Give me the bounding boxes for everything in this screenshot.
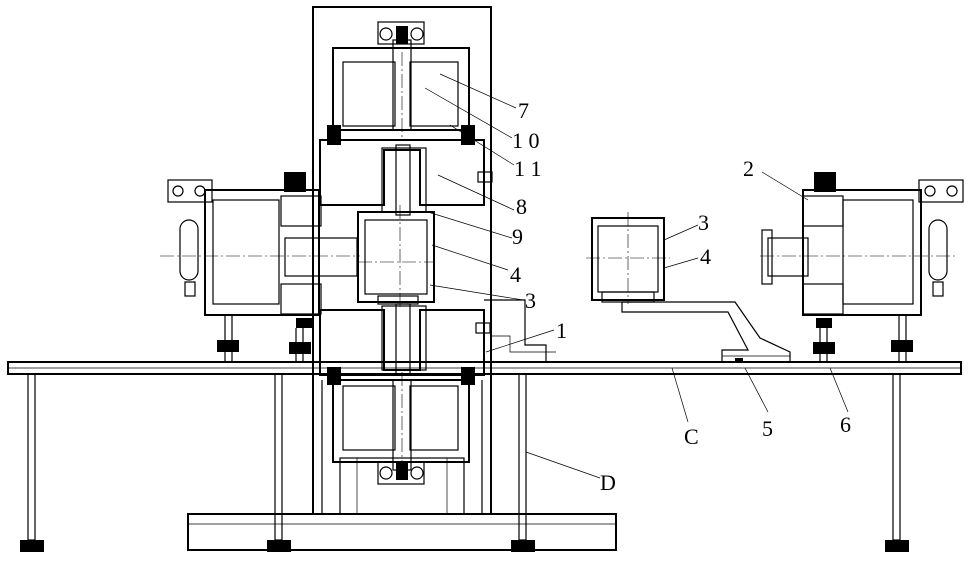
callout-6: 6 [840,412,851,437]
callout-1: 1 [556,318,567,343]
left-cylinder-assembly [160,172,360,362]
floor-base [188,514,616,550]
callout-3-right: 3 [698,210,709,235]
lower-block [320,304,490,385]
callout-3-center: 3 [525,288,536,313]
callout-D: D [600,470,616,495]
callout-2: 2 [743,156,754,181]
upper-block [320,125,492,215]
callout-8: 8 [516,194,527,219]
center-head [358,205,434,310]
upper-cylinder [333,22,469,140]
detached-head [586,212,670,304]
leg-4 [885,374,909,552]
callout-C: C [684,424,699,449]
callout-4-center: 4 [510,262,521,287]
callout-5: 5 [762,416,773,441]
leg-2 [267,374,291,552]
transfer-carriage [622,302,790,362]
right-cylinder-assembly [760,172,963,362]
callout-11: 1 1 [514,156,542,181]
callout-9: 9 [512,224,523,249]
lower-cylinder [333,372,469,484]
leg-1 [20,374,44,552]
callout-labels: 7 1 0 1 1 8 9 4 3 1 2 3 4 5 6 C D [510,98,851,495]
callout-7: 7 [518,98,529,123]
guide-bracket [484,300,556,362]
leg-3 [511,374,535,552]
callout-4-right: 4 [700,244,711,269]
callout-10: 1 0 [512,128,540,153]
